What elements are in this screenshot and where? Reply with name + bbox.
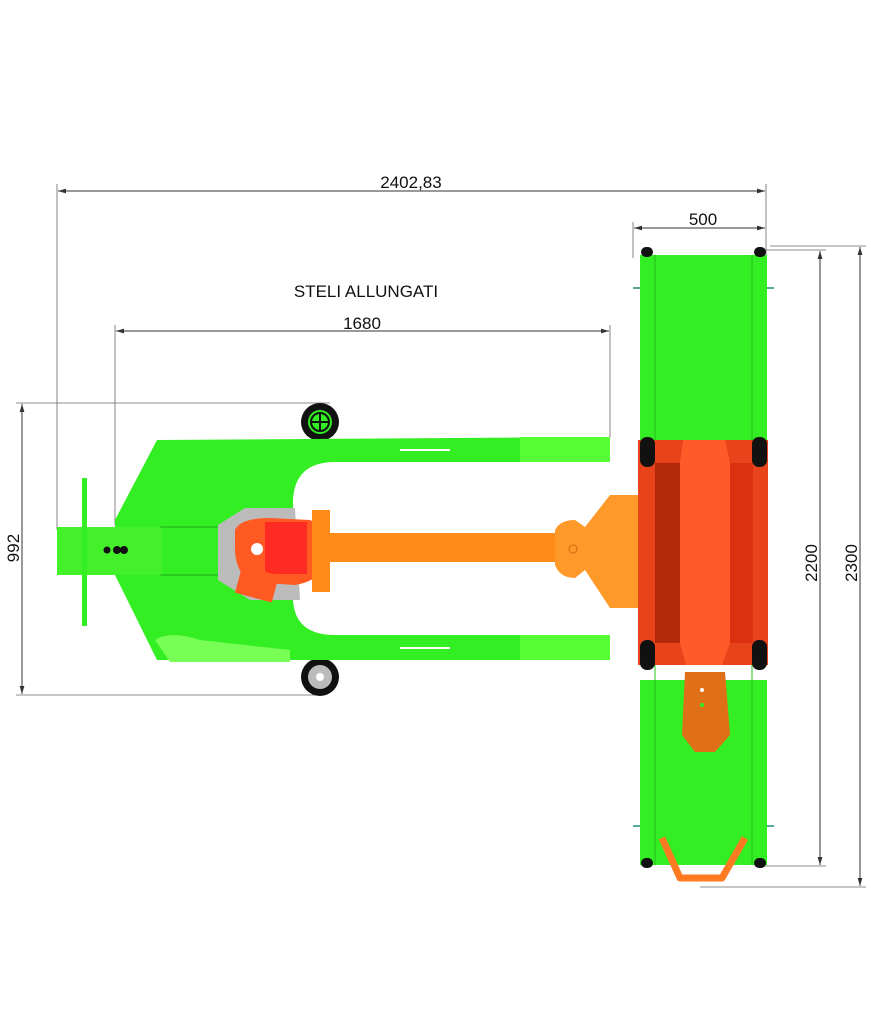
fork-tip-top — [520, 437, 610, 462]
handle-bar — [82, 478, 87, 626]
fork-tip-bottom — [520, 635, 610, 660]
dim-overall-length: 2402,83 — [380, 173, 441, 192]
tow-hook — [658, 836, 749, 882]
lever — [155, 635, 290, 662]
trolley-frame — [57, 403, 610, 696]
dim-inner-span: 2200 — [802, 544, 821, 582]
collar — [312, 510, 330, 592]
dim-frame-width: 992 — [4, 534, 23, 562]
wheel-bottom — [301, 658, 339, 696]
boom-arm — [330, 533, 555, 562]
beam-top-panel — [640, 255, 767, 440]
extension-lines — [16, 184, 866, 888]
dim-outer-span: 2300 — [842, 544, 861, 582]
cross-beam — [633, 247, 774, 882]
note-steli-allungati: STELI ALLUNGATI — [294, 282, 438, 301]
lower-bracket — [682, 672, 730, 752]
dim-forks-length: 1680 — [343, 314, 381, 333]
boom-plate — [555, 495, 640, 608]
dim-beam-width: 500 — [689, 210, 717, 229]
wheel-top — [301, 403, 339, 441]
frame-body — [115, 437, 610, 660]
